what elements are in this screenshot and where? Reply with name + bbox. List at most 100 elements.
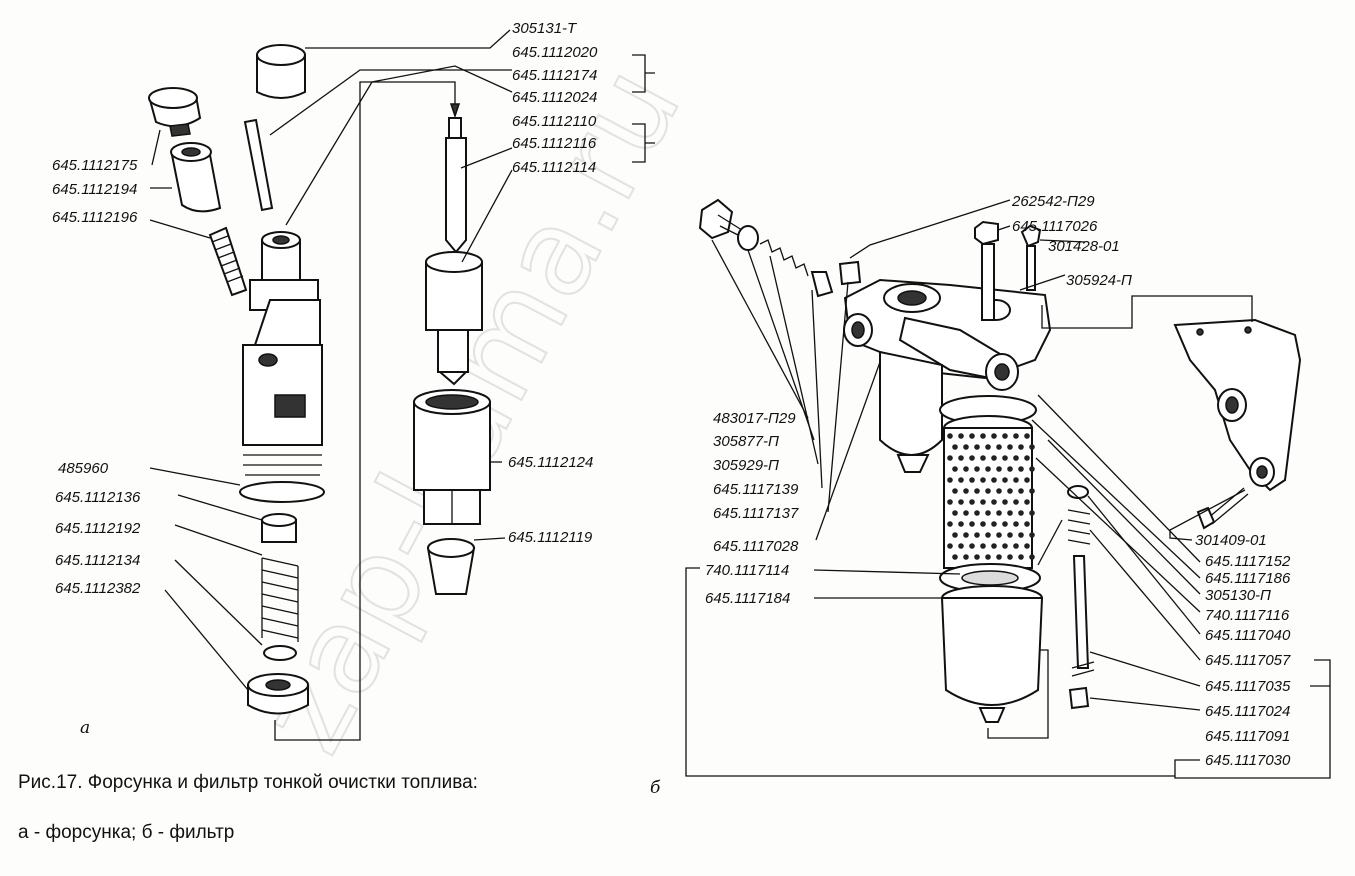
- perforation-dot: [980, 521, 986, 527]
- perforation-dot: [1007, 510, 1013, 516]
- filter-assembly: [698, 198, 1302, 723]
- label-1117030: 645.1117030: [1205, 752, 1291, 769]
- perforation-dot: [1013, 543, 1019, 549]
- perforation-dot: [958, 433, 964, 439]
- label-1117152: 645.1117152: [1205, 553, 1291, 570]
- perforation-dot: [963, 466, 969, 472]
- perforation-dot: [969, 433, 975, 439]
- perforation-dot: [980, 477, 986, 483]
- perforation-dot: [1018, 488, 1024, 494]
- label-1112124: 645.1112124: [508, 454, 593, 471]
- perforation-dot: [980, 543, 986, 549]
- label-1112192: 645.1112192: [55, 520, 141, 537]
- perforation-dot: [1029, 532, 1035, 538]
- label-301428: 301428-01: [1048, 238, 1120, 255]
- center-bolt-part: [974, 220, 999, 321]
- label-1112110: 645.1112110: [512, 113, 597, 130]
- perforation-dot: [947, 499, 953, 505]
- label-262542: 262542-П29: [1011, 193, 1095, 210]
- perforation-dot: [1029, 554, 1035, 560]
- washer-part: [261, 513, 297, 543]
- nut-cap-part: [148, 87, 202, 137]
- perforation-dot: [963, 444, 969, 450]
- label-1112020: 645.1112020: [512, 44, 598, 61]
- perforation-dot: [1018, 510, 1024, 516]
- perforation-dot: [963, 510, 969, 516]
- protective-cap-part: [426, 538, 476, 595]
- spring-washer-part: [263, 645, 297, 661]
- perforation-dot: [947, 433, 953, 439]
- perforation-dot: [1007, 466, 1013, 472]
- perforation-dot: [1002, 543, 1008, 549]
- needle-part: [445, 117, 467, 254]
- perforation-dot: [947, 477, 953, 483]
- arrow-head: [449, 103, 461, 119]
- connection-line: [274, 81, 456, 741]
- perforation-dot: [969, 521, 975, 527]
- label-305924: 305924-П: [1066, 272, 1132, 289]
- filter-rod-part: [208, 226, 248, 297]
- label-1112024: 645.1112024: [512, 89, 597, 106]
- label-740-1117114: 740.1117114: [705, 562, 789, 579]
- perforation-dot: [985, 466, 991, 472]
- perforation-dot: [963, 554, 969, 560]
- perforation-dot: [974, 488, 980, 494]
- perforation-dot: [1013, 477, 1019, 483]
- perforation-dot: [1024, 477, 1030, 483]
- subfigure-b-label: б: [650, 778, 661, 798]
- perforation-dot: [991, 521, 997, 527]
- perforation-dot: [980, 455, 986, 461]
- nozzle-nut-part: [413, 389, 491, 525]
- filter-element: [943, 427, 1035, 569]
- perforation-dot: [974, 554, 980, 560]
- filter-leaders: [685, 199, 1331, 779]
- filter-labels: 262542-П29 645.1117026 301428-01 305924-…: [650, 193, 1291, 798]
- figure-caption: Рис.17. Форсунка и фильтр тонкой очистки…: [18, 772, 478, 793]
- perforation-dot: [974, 444, 980, 450]
- perforation-dot: [969, 455, 975, 461]
- perforation-dot: [1018, 532, 1024, 538]
- perforation-dot: [1029, 444, 1035, 450]
- perforation-dot: [1007, 554, 1013, 560]
- cap-part: [256, 44, 306, 99]
- label-1117091: 645.1117091: [1205, 728, 1290, 745]
- bypass-parts: [1067, 485, 1095, 710]
- label-1117186: 645.1117186: [1205, 570, 1291, 587]
- injector-leaders: [149, 29, 655, 691]
- perforation-dot: [1013, 521, 1019, 527]
- perforation-dot: [952, 532, 958, 538]
- perforation-dot: [985, 488, 991, 494]
- perforation-dot: [991, 455, 997, 461]
- perforation-dot: [991, 543, 997, 549]
- label-1112194: 645.1112194: [52, 181, 137, 198]
- perforation-dot: [985, 554, 991, 560]
- drain-bolt-chain: [698, 198, 862, 298]
- perforation-dot: [1002, 455, 1008, 461]
- perforation-dot: [1024, 499, 1030, 505]
- label-305877: 305877-П: [713, 433, 779, 450]
- fitting-part: [170, 142, 222, 213]
- filter-head: [843, 278, 1052, 391]
- perforation-dot: [1007, 532, 1013, 538]
- label-483017: 483017-П29: [713, 410, 796, 427]
- bracket-screw-part: [1020, 224, 1042, 291]
- perforation-dot: [996, 554, 1002, 560]
- perforation-dot: [1024, 455, 1030, 461]
- guide-rod-part: [243, 118, 274, 212]
- label-1112382: 645.1112382: [55, 580, 141, 597]
- o-ring-part: [239, 481, 325, 503]
- bracket-bolt-part: [1196, 487, 1249, 530]
- label-1112175: 645.1112175: [52, 157, 138, 174]
- label-485960: 485960: [58, 460, 109, 477]
- perforation-dot: [1002, 477, 1008, 483]
- perforation-dot: [1024, 433, 1030, 439]
- subfigure-a-label: а: [80, 718, 90, 738]
- perforation-dot: [1029, 488, 1035, 494]
- perforation-dot: [1024, 521, 1030, 527]
- perforation-dot: [963, 488, 969, 494]
- perforation-pattern: [947, 433, 1035, 560]
- perforation-dot: [980, 499, 986, 505]
- perforation-dot: [947, 543, 953, 549]
- perforation-dot: [996, 488, 1002, 494]
